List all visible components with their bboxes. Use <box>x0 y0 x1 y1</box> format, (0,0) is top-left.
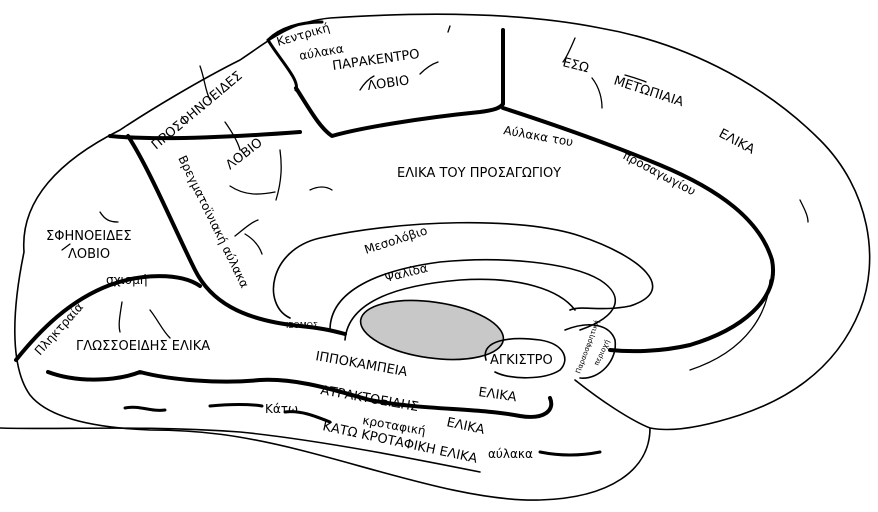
fornix-inner-outline <box>344 278 576 341</box>
cingulate-sulcus-line <box>108 106 776 354</box>
label-inf-temporal-sulcus-3: αύλακα <box>488 447 533 461</box>
inferior-temporal-gyrus-boundary <box>0 427 481 473</box>
calcarine-fissure-line <box>14 274 202 362</box>
collateral-sulcus-line <box>46 370 554 419</box>
parieto-occipital-sulcus-line <box>126 134 347 336</box>
label-medial-frontal-2: ΜΕΤΩΠΙΑΙΑ <box>612 74 686 111</box>
label-precuneus-2: ΛΟΒΙΟ <box>223 135 265 173</box>
paraolfactory-outline <box>564 324 617 379</box>
brain-outer-contour <box>14 13 871 501</box>
label-cuneus-1: ΣΦΗΝΟΕΙΔΕΣ <box>46 229 132 244</box>
label-parahippocampal-2: ΕΛΙΚΑ <box>477 385 517 405</box>
label-paracentral-1: ΠΑΡΑΚΕΝΤΡΟ <box>331 47 420 74</box>
label-uncus: ΑΓΚΙΣΤΡΟ <box>490 353 553 368</box>
label-paraolfactory-2: περιοχή <box>593 338 612 366</box>
inferior-temporal-sulcus-line <box>123 403 602 457</box>
label-lingual-gyrus: ΓΛΩΣΣΟΕΙΔΗΣ ΕΛΙΚΑ <box>76 339 210 354</box>
label-cuneus-2: ΛΟΒΙΟ <box>68 247 110 262</box>
label-calcarine-2: σχισμή <box>106 273 147 287</box>
diagram-labels: Κεντρική αύλακα ΠΑΡΑΚΕΝΤΡΟ ΛΟΒΙΟ ΕΣΩ ΜΕΤ… <box>32 20 757 466</box>
label-fornix: Ψαλίδα <box>383 261 429 285</box>
label-medial-frontal-3: ΕΛΙΚΑ <box>716 126 757 157</box>
label-precuneus-1: ΠΡΟΣΦΗΝΟΕΙΔΕΣ <box>149 69 246 153</box>
label-parahippocampal-1: ΙΠΠΟΚΑΜΠΕΙΑ <box>314 349 408 380</box>
label-cingulate-sulcus-2: προσαγωγίου <box>621 148 699 198</box>
label-isthmus: ΙΣΘΜΟΣ <box>286 321 318 330</box>
paracentral-boundary <box>294 28 505 138</box>
gyral-detail-lines <box>61 25 809 371</box>
label-fusiform-1: ΑΤΡΑΚΤΟΕΙΔΗΣ <box>319 383 419 415</box>
label-inf-temporal-sulcus-1: Κάτω <box>265 402 298 416</box>
label-medial-frontal-1: ΕΣΩ <box>561 55 590 76</box>
uncus-outline <box>484 337 566 379</box>
label-cingulate-gyrus: ΕΛΙΚΑ ΤΟΥ ΠΡΟΣΑΓΩΓΙΟΥ <box>397 166 561 181</box>
label-paracentral-2: ΛΟΒΙΟ <box>366 73 410 94</box>
temporal-inner-contour <box>574 379 651 429</box>
corpus-callosum-outline <box>272 221 654 319</box>
label-fusiform-2: ΕΛΙΚΑ <box>445 415 486 438</box>
fornix-outline <box>329 258 617 331</box>
label-parieto-occipital: Βρεγματοϊνιακή αύλακα <box>175 153 251 290</box>
